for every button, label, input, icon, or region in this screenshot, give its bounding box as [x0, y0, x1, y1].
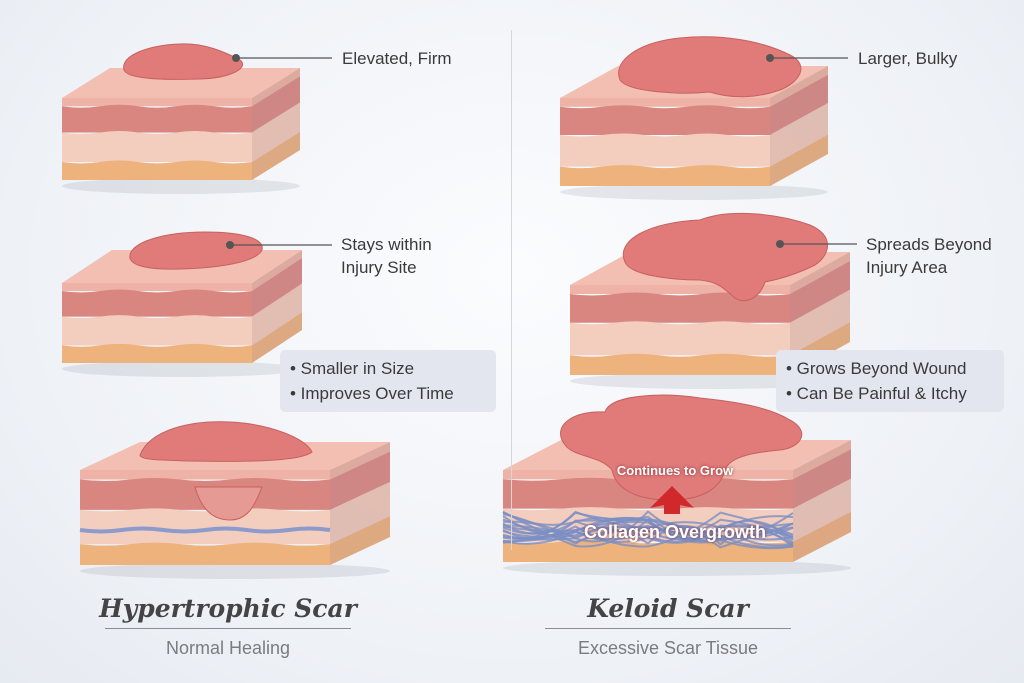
skin-layer-front — [62, 344, 252, 363]
skin-layer-front — [80, 543, 330, 565]
callout-elevated-firm: Elevated, Firm — [342, 48, 452, 69]
skin-layer-front — [570, 321, 790, 355]
callout-stays-within-1: Stays within — [341, 234, 432, 255]
skin-layer-front — [62, 315, 252, 345]
callout-dot — [226, 241, 234, 249]
block-shadow — [62, 178, 300, 194]
skin-layer-front — [560, 98, 770, 107]
skin-layer-front — [560, 133, 770, 166]
keloid-bullets: • Grows Beyond Wound • Can Be Painful & … — [776, 350, 1004, 412]
title-rule — [545, 628, 791, 629]
callout-dot — [776, 240, 784, 248]
skin-layer-front — [62, 98, 252, 106]
keloid-title: Keloid Scar — [545, 594, 791, 624]
scar-tissue — [140, 422, 312, 462]
skin-layer-front — [570, 354, 790, 375]
bullet: • Can Be Painful & Itchy — [786, 381, 994, 406]
scar-tissue — [124, 44, 243, 79]
block-shadow — [80, 563, 390, 579]
hypertrophic-bullets: • Smaller in Size • Improves Over Time — [280, 350, 496, 412]
callout-larger-bulky: Larger, Bulky — [858, 48, 957, 69]
callout-spreads-1: Spreads Beyond — [866, 234, 992, 255]
block-shadow — [560, 184, 828, 200]
skin-layer-front — [62, 290, 252, 317]
skin-layer-front — [570, 293, 790, 323]
skin-layer-front — [62, 105, 252, 133]
blood-vessel-layer — [80, 529, 330, 532]
callout-dot — [766, 54, 774, 62]
scar-tissue — [619, 37, 801, 97]
keloid-subtitle: Excessive Scar Tissue — [535, 637, 801, 659]
hypertrophic-subtitle: Normal Healing — [105, 637, 351, 659]
skin-layer-front — [560, 165, 770, 186]
skin-layer-front — [62, 160, 252, 180]
divider — [511, 30, 512, 550]
skin-layer-front — [80, 508, 330, 544]
block-shadow — [503, 560, 851, 576]
callout-spreads-2: Injury Area — [866, 257, 992, 278]
block-shadow — [62, 361, 302, 377]
callout-stays-within: Stays within Injury Site — [341, 234, 432, 278]
callout-stays-within-2: Injury Site — [341, 257, 432, 278]
skin-layer-front — [80, 470, 330, 480]
skin-layer-front — [62, 283, 252, 291]
hypertrophic-title: Hypertrophic Scar — [95, 594, 361, 624]
skin-layer-front — [62, 131, 252, 162]
callout-dot — [232, 54, 240, 62]
skin-layer-front — [560, 105, 770, 135]
bullet: • Smaller in Size — [290, 356, 486, 381]
bullet: • Improves Over Time — [290, 381, 486, 406]
title-rule — [105, 628, 351, 629]
callout-spreads: Spreads Beyond Injury Area — [866, 234, 992, 278]
bullet: • Grows Beyond Wound — [786, 356, 994, 381]
collagen-overgrowth-label: Collagen Overgrowth — [560, 521, 790, 543]
continues-to-grow-label: Continues to Grow — [590, 463, 760, 479]
